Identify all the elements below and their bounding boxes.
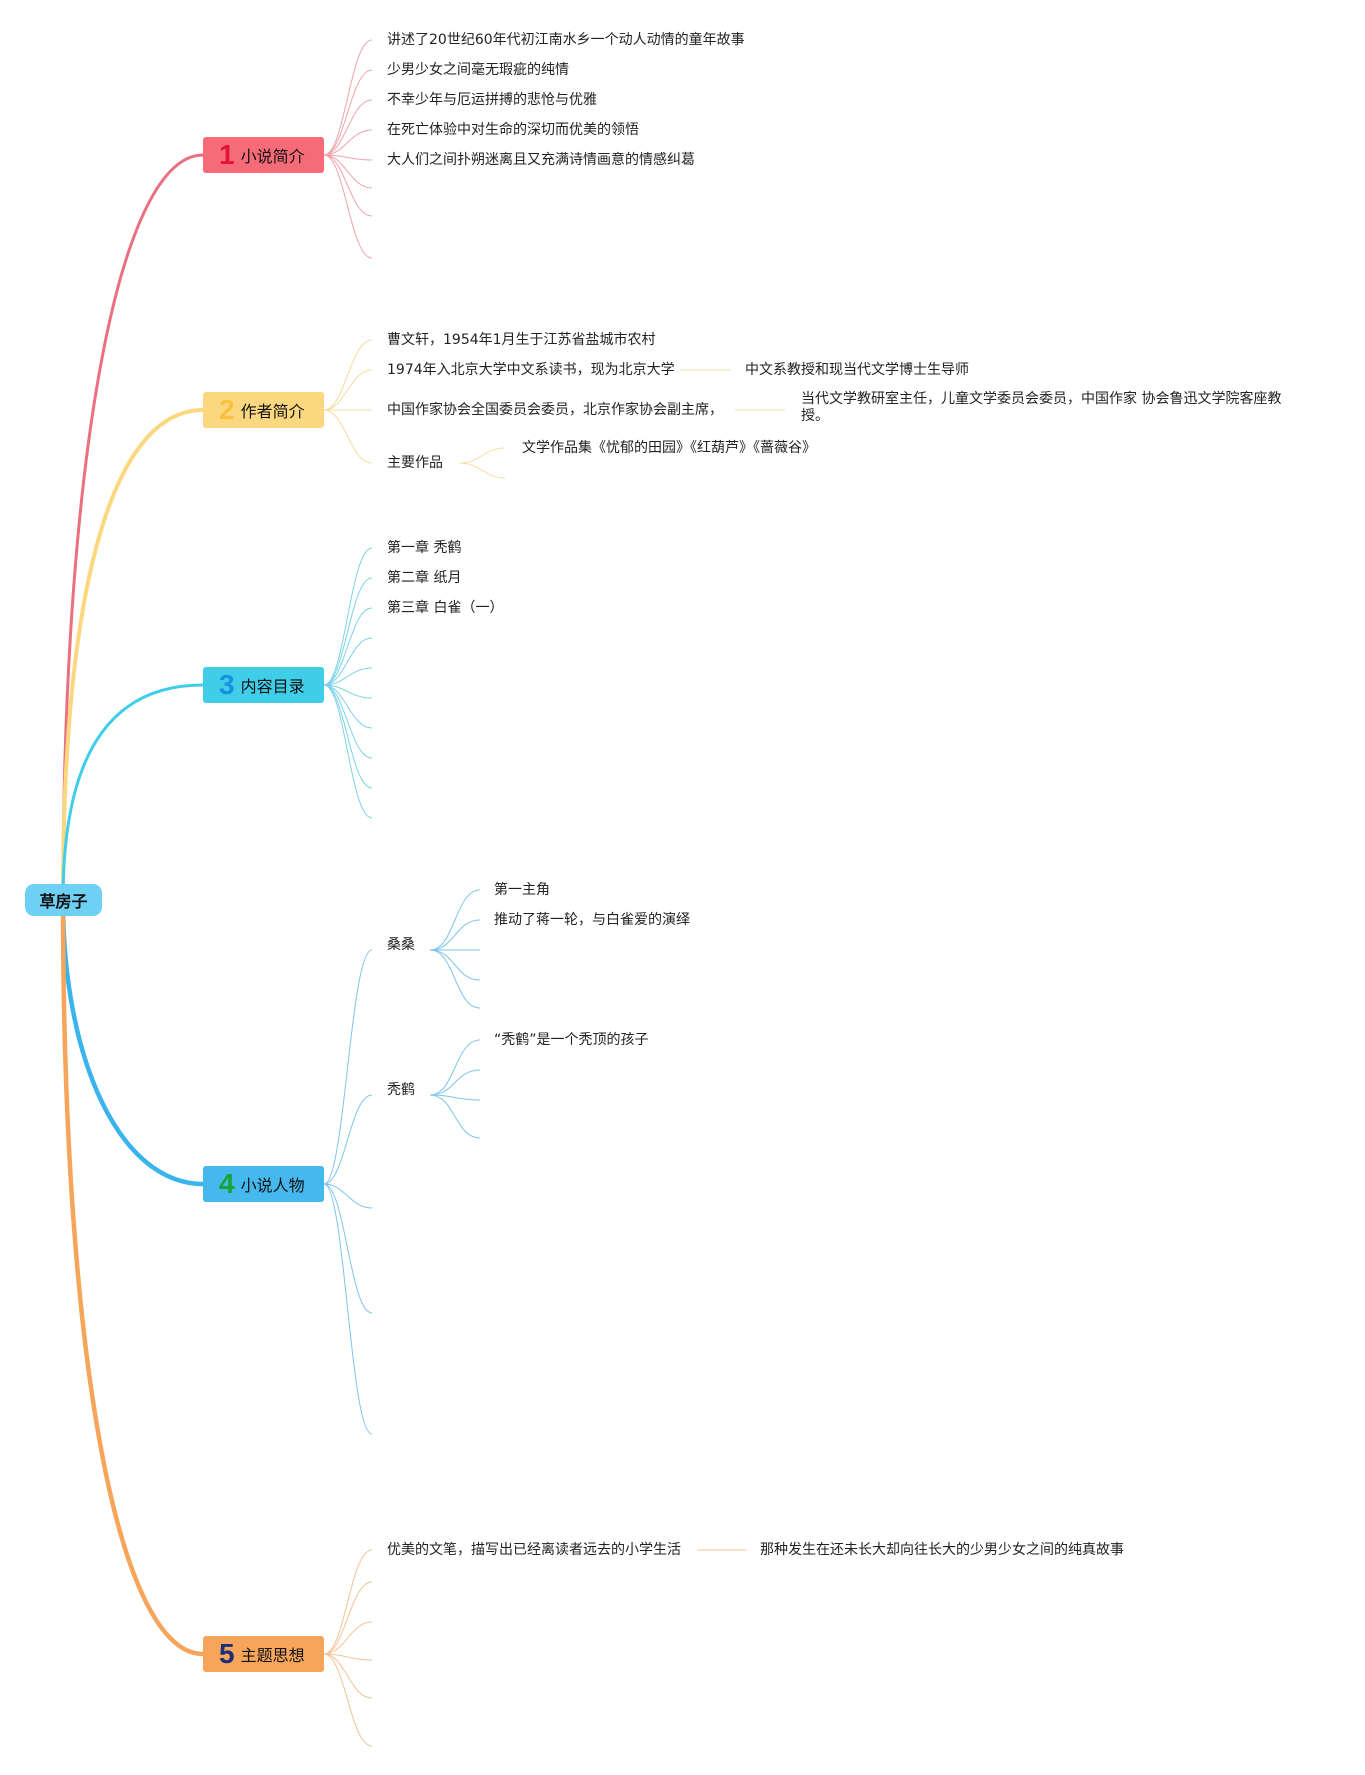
branch-node-2[interactable]: 2 作者简介 — [203, 392, 324, 428]
topic-node[interactable]: 秃鹤 — [387, 1082, 415, 1098]
topic-node[interactable]: 1974年入北京大学中文系读书，现为北京大学 — [387, 362, 675, 378]
topic-node[interactable]: 在死亡体验中对生命的深切而优美的领悟 — [387, 122, 639, 138]
branch-label-5: 主题思想 — [240, 1646, 305, 1665]
branch-node-4[interactable]: 4 小说人物 — [203, 1166, 324, 1202]
topic-node[interactable]: 主要作品 — [387, 455, 443, 471]
subtopic-node[interactable]: 第一主角 — [494, 882, 550, 898]
branch-number-5: 5 — [219, 1638, 235, 1669]
topic-node[interactable]: 中国作家协会全国委员会委员，北京作家协会副主席， — [387, 402, 723, 418]
branch-node-1[interactable]: 1 小说简介 — [203, 137, 324, 173]
topic-node[interactable]: 讲述了20世纪60年代初江南水乡一个动人动情的童年故事 — [387, 32, 745, 48]
root-label: 草房子 — [39, 892, 88, 911]
subtopic-node[interactable]: 那种发生在还未长大却向往长大的少男少女之间的纯真故事 — [760, 1542, 1124, 1558]
subtopic-node[interactable]: 文学作品集《忧郁的田园》《红葫芦》《蔷薇谷》 — [522, 440, 816, 456]
topic-node[interactable]: 不幸少年与厄运拼搏的悲怆与优雅 — [387, 92, 597, 108]
topic-node[interactable]: 第一章 秃鹤 — [387, 540, 462, 556]
subtopic-node[interactable]: 当代文学教研室主任，儿童文学委员会委员，中国作家 协会鲁迅文学院客座教授。 — [801, 391, 1282, 424]
branch-number-2: 2 — [219, 394, 235, 425]
branch-label-4: 小说人物 — [240, 1176, 305, 1195]
topic-node[interactable]: 第三章 白雀（一） — [387, 600, 504, 616]
topic-node[interactable]: 曹文轩，1954年1月生于江苏省盐城市农村 — [387, 332, 656, 348]
branch-node-5[interactable]: 5 主题思想 — [203, 1636, 324, 1672]
topic-node[interactable]: 优美的文笔，描写出已经离读者远去的小学生活 — [387, 1542, 681, 1558]
subtopic-node[interactable]: 推动了蒋一轮，与白雀爱的演绎 — [494, 912, 690, 928]
subtopic-node[interactable]: “秃鹤”是一个秃顶的孩子 — [494, 1032, 649, 1048]
topic-node[interactable]: 大人们之间扑朔迷离且又充满诗情画意的情感纠葛 — [387, 152, 695, 168]
branch-number-4: 4 — [219, 1168, 235, 1199]
topic-node[interactable]: 少男少女之间毫无瑕疵的纯情 — [387, 62, 569, 78]
branch-node-3[interactable]: 3 内容目录 — [203, 667, 324, 703]
branch-label-3: 内容目录 — [240, 677, 305, 696]
branch-label-1: 小说简介 — [240, 147, 305, 166]
subtopic-node[interactable]: 中文系教授和现当代文学博士生导师 — [745, 362, 969, 378]
branch-number-3: 3 — [219, 669, 235, 700]
branch-label-2: 作者简介 — [240, 402, 305, 421]
branch-number-1: 1 — [219, 139, 235, 170]
topic-node[interactable]: 桑桑 — [387, 937, 415, 953]
topic-node[interactable]: 第二章 纸月 — [387, 570, 462, 586]
root-node[interactable]: 草房子 — [25, 884, 102, 916]
